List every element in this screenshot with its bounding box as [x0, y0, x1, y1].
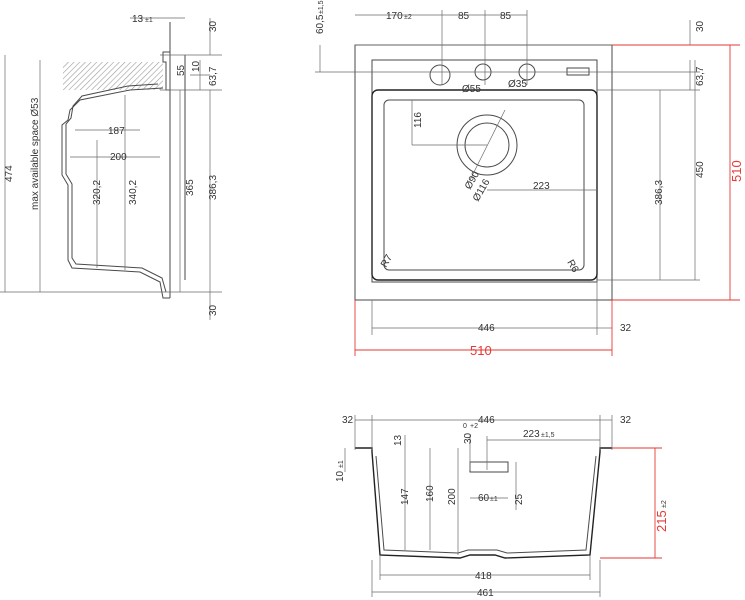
label-85a: 85	[458, 11, 470, 22]
label-85b: 85	[500, 11, 512, 22]
label-25: 25	[514, 493, 525, 505]
label-170: 170	[386, 11, 403, 22]
section-inner	[375, 455, 597, 554]
label-60-5: 60,5	[315, 14, 326, 34]
label-63-7: 63,7	[208, 66, 219, 86]
label-340-2: 340,2	[128, 180, 139, 205]
overflow-section	[469, 461, 509, 473]
label-13-tol: ±1	[145, 17, 153, 24]
front-section: 32 446 32 13 30 +2 0 223 ±1,5 10 ±1 147 …	[335, 415, 669, 599]
label-32-left: 32	[342, 415, 354, 426]
label-10-tol: ±1	[338, 460, 345, 468]
label-max-space: max available space Ø53	[30, 97, 41, 210]
side-bowl-inner	[65, 83, 167, 293]
label-32-right: 32	[620, 415, 632, 426]
side-bowl-outer	[61, 87, 170, 299]
label-30-tol-up: +2	[470, 423, 478, 430]
label-10: 10	[191, 60, 202, 72]
label-365: 365	[185, 179, 196, 196]
label-160: 160	[425, 485, 436, 502]
label-223-tol: ±1,5	[541, 432, 555, 439]
side-view: 13 ±1 30 10 55 63,7 474 max available sp…	[0, 14, 222, 320]
label-446: 446	[478, 323, 495, 334]
label-510-vertical: 510	[729, 160, 744, 182]
drain-diameter-line	[469, 109, 506, 181]
label-d35: Ø35	[508, 79, 527, 90]
overflow-slot	[566, 67, 590, 76]
label-200: 200	[447, 488, 458, 505]
label-450: 450	[695, 161, 706, 178]
label-446: 446	[478, 415, 495, 426]
bowl-outline	[371, 89, 598, 281]
label-386-3: 386,3	[208, 175, 219, 200]
label-116: 116	[413, 112, 424, 128]
label-418: 418	[475, 571, 492, 582]
label-461: 461	[477, 588, 494, 599]
section-outer	[355, 447, 612, 559]
label-474: 474	[4, 165, 15, 182]
label-223: 223	[523, 429, 540, 440]
label-13: 13	[393, 434, 404, 446]
label-13: 13	[132, 14, 144, 25]
label-215-tol: ±2	[661, 500, 668, 508]
label-60-tol: ±1	[490, 496, 498, 503]
label-30-tol-dn: 0	[463, 423, 467, 430]
label-10: 10	[335, 470, 346, 482]
label-200: 200	[110, 152, 127, 163]
label-147: 147	[400, 488, 411, 505]
label-187: 187	[108, 126, 125, 137]
hatched-countertop	[63, 62, 163, 90]
label-60-5-tol: ±1,5	[318, 0, 325, 14]
label-223: 223	[533, 181, 550, 192]
label-215: 215	[654, 510, 669, 532]
sink-rim-inner	[371, 59, 598, 283]
label-170-tol: ±2	[404, 14, 412, 21]
label-30: 30	[695, 20, 706, 32]
label-55: 55	[176, 64, 187, 76]
side-rim	[162, 22, 171, 91]
top-view: 60,5 ±1,5 170 ±2 85 85 Ø55 Ø35 30 63,7 1…	[315, 0, 744, 358]
label-30-bottom: 30	[208, 304, 219, 316]
label-320-2: 320,2	[92, 180, 103, 205]
label-30-top: 30	[208, 20, 219, 32]
bowl-inner	[383, 99, 585, 271]
label-386-3: 386,3	[654, 180, 665, 205]
label-30: 30	[463, 432, 474, 444]
label-r7: R7	[379, 253, 395, 270]
label-63-7: 63,7	[695, 66, 706, 86]
label-r6: R6	[564, 258, 580, 275]
label-d55: Ø55	[462, 84, 481, 95]
label-510-horizontal: 510	[470, 343, 492, 358]
label-32: 32	[620, 323, 632, 334]
tap-hole-55	[429, 64, 451, 86]
label-60: 60	[478, 493, 490, 504]
